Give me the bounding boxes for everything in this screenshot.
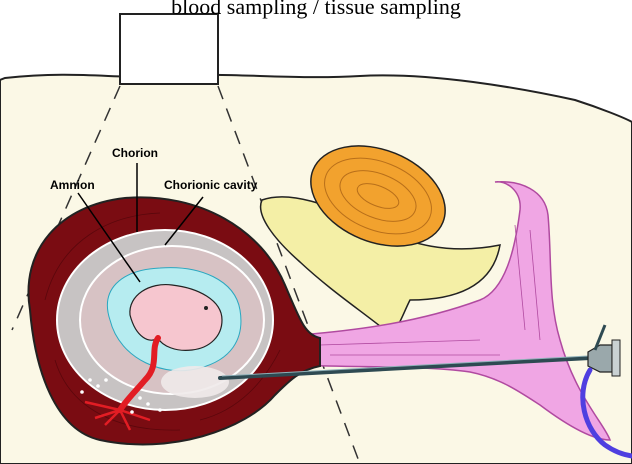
syringe-plunger	[612, 340, 620, 376]
caption: blood sampling / tissue sampling	[0, 0, 632, 20]
label-chorion: Chorion	[112, 146, 158, 160]
label-chorionic-cavity: Chorionic cavity	[164, 178, 257, 192]
embryo-eye	[204, 306, 208, 310]
label-amnion: Amnion	[50, 178, 95, 192]
ultrasound-transducer	[120, 14, 218, 84]
tissue-sample-cloud	[161, 366, 229, 398]
